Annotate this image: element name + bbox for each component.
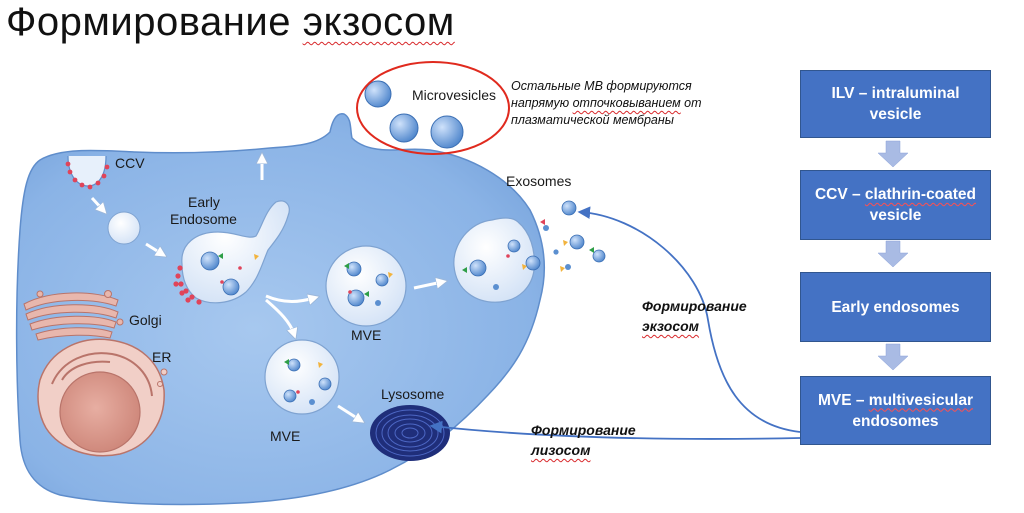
golgi-apparatus	[23, 290, 124, 341]
label-er: ER	[152, 349, 172, 365]
arrow-to-exosomes	[577, 206, 801, 433]
note-microvesicles: Остальные МВ формируются напрямую отпочк…	[511, 78, 702, 129]
flowchart-box-early-endosomes: Early endosomes	[800, 272, 991, 342]
note-mv-line1: Остальные МВ формируются	[511, 79, 692, 93]
mve-upper	[325, 245, 407, 327]
arrow-to-lysosome	[429, 420, 801, 440]
mve-lower	[264, 339, 340, 415]
flowchart-box-ilv: ILV – intraluminal vesicle	[800, 70, 991, 138]
label-golgi: Golgi	[129, 312, 162, 328]
nucleus	[59, 371, 141, 453]
mve-fusing-with-membrane	[453, 217, 541, 303]
flowchart-box-mve: MVE – multivesicular endosomes	[800, 376, 991, 445]
ccv-vesicle	[107, 211, 141, 245]
lysosome	[370, 405, 450, 461]
label-mve-upper: MVE	[351, 327, 382, 343]
title-word-formation: Формирование	[6, 0, 291, 44]
early-endosome	[173, 200, 290, 305]
page-title: Формирование экзосом	[6, 0, 455, 45]
label-lysosome: Lysosome	[381, 386, 445, 402]
flowchart-arrows	[877, 140, 909, 371]
microvesicle-free	[364, 80, 392, 108]
label-early-endosome-line2: Endosome	[170, 211, 237, 227]
released-exosomes	[540, 200, 606, 272]
microvesicle-budding	[389, 113, 419, 143]
label-ccv: CCV	[115, 155, 145, 171]
microvesicles-group	[364, 80, 464, 149]
note-mv-line3: плазматической мембраны	[511, 113, 674, 127]
microvesicles-highlight-circle	[356, 61, 510, 155]
label-microvesicles: Microvesicles	[412, 87, 497, 103]
microvesicle-released	[430, 115, 464, 149]
note-exosome-formation: Формирование экзосом	[642, 298, 747, 334]
label-mve-lower: MVE	[270, 428, 301, 444]
label-early-endosome: Early Endosome	[170, 194, 237, 228]
flowchart-box-ccv: CCV – clathrin-coated vesicle	[800, 170, 991, 240]
endoplasmic-reticulum	[37, 338, 168, 457]
title-word-exosomes: экзосом	[302, 0, 455, 44]
ccv-pit	[65, 155, 110, 190]
label-early-endosome-line1: Early	[188, 194, 220, 210]
label-exosomes: Exosomes	[506, 173, 572, 189]
note-lysosome-formation: Формирование лизосом	[531, 422, 636, 458]
note-mv-line2: напрямую отпочковыванием от	[511, 96, 702, 110]
